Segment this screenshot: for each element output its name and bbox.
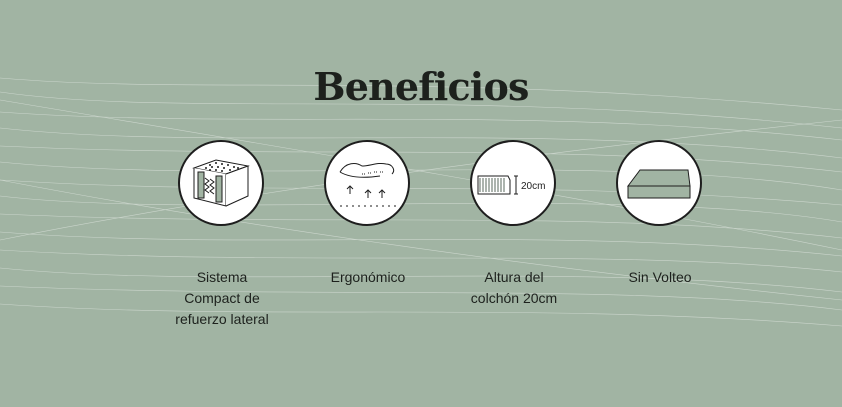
mattress-height-icon: 20cm <box>477 175 545 195</box>
benefit-label: Sistema Compact de refuerzo lateral <box>175 269 269 327</box>
benefit-icon-circle <box>178 140 264 226</box>
benefit-icon-circle: 20cm <box>470 140 556 226</box>
page-title: Beneficios <box>313 64 529 109</box>
benefit-label: Altura del colchón 20cm <box>470 269 558 306</box>
no-flip-mattress-icon <box>627 169 691 199</box>
benefit-icon-circle <box>324 140 410 226</box>
benefit-label: Sin Volteo <box>628 269 692 285</box>
benefit-label: Ergonómico <box>330 269 406 285</box>
ergonomic-body-support-icon <box>339 162 396 207</box>
mattress-height-text: 20cm <box>521 181 545 192</box>
spring-core-mattress-icon <box>192 159 250 207</box>
benefit-icon-circle <box>616 140 702 226</box>
